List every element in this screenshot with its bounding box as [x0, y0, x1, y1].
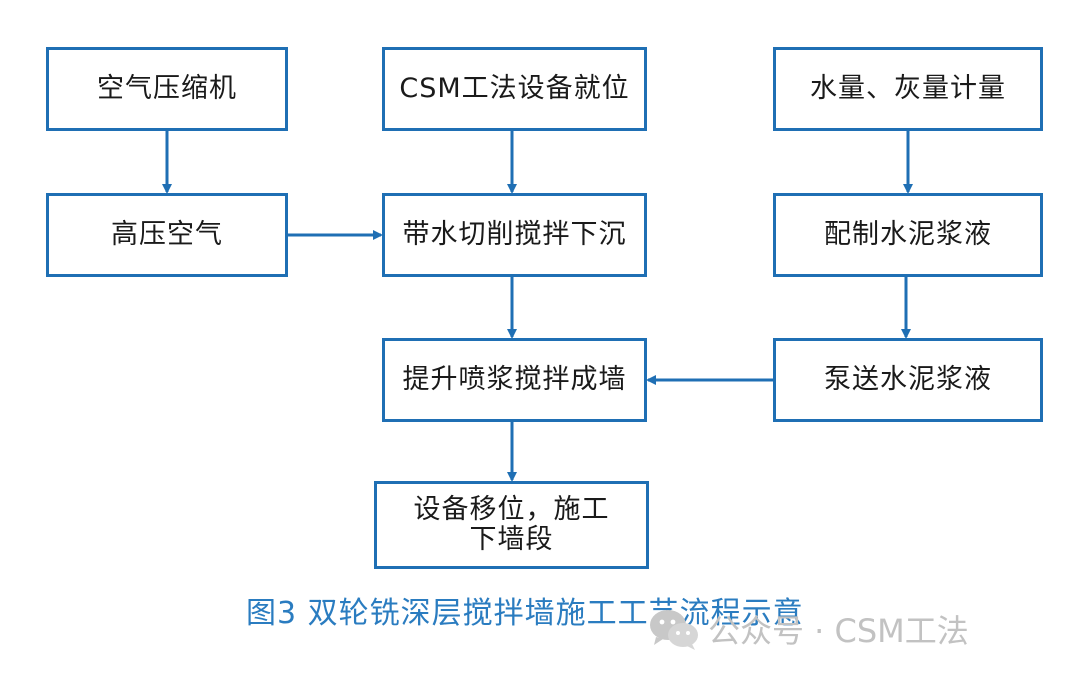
node-label: 泵送水泥浆液: [824, 364, 992, 395]
watermark: 公众号 · CSM工法: [648, 606, 969, 652]
node-label: 提升喷浆搅拌成墙: [402, 364, 627, 395]
node-label: 配制水泥浆液: [824, 219, 992, 250]
wechat-icon: [650, 610, 698, 650]
node-label: 水量、灰量计量: [810, 73, 1006, 104]
node-label: 空气压缩机: [97, 73, 237, 104]
node-cutting-mixing-sinking: 带水切削搅拌下沉: [382, 193, 647, 277]
node-label-line-1: 设备移位，施工: [413, 494, 610, 525]
node-pump-cement-slurry: 泵送水泥浆液: [773, 338, 1043, 422]
node-csm-equipment-in-place: CSM工法设备就位: [382, 47, 647, 131]
node-water-ash-metering: 水量、灰量计量: [773, 47, 1043, 131]
node-prepare-cement-slurry: 配制水泥浆液: [773, 193, 1043, 277]
node-air-compressor: 空气压缩机: [46, 47, 288, 131]
node-label: 带水切削搅拌下沉: [402, 219, 627, 250]
node-label: 高压空气: [111, 219, 223, 250]
node-high-pressure-air: 高压空气: [46, 193, 288, 277]
node-label: CSM工法设备就位: [399, 73, 630, 104]
node-lift-spray-mixing-wall: 提升喷浆搅拌成墙: [382, 338, 647, 422]
figure-caption: 图3 双轮铣深层搅拌墙施工工艺流程示意: [246, 596, 804, 631]
node-label-line-2: 下墙段: [469, 524, 554, 555]
node-label-group: 设备移位，施工 下墙段: [414, 495, 610, 555]
watermark-text: 公众号 · CSM工法: [708, 612, 969, 650]
node-move-equipment-next-wall: 设备移位，施工 下墙段: [374, 481, 649, 569]
